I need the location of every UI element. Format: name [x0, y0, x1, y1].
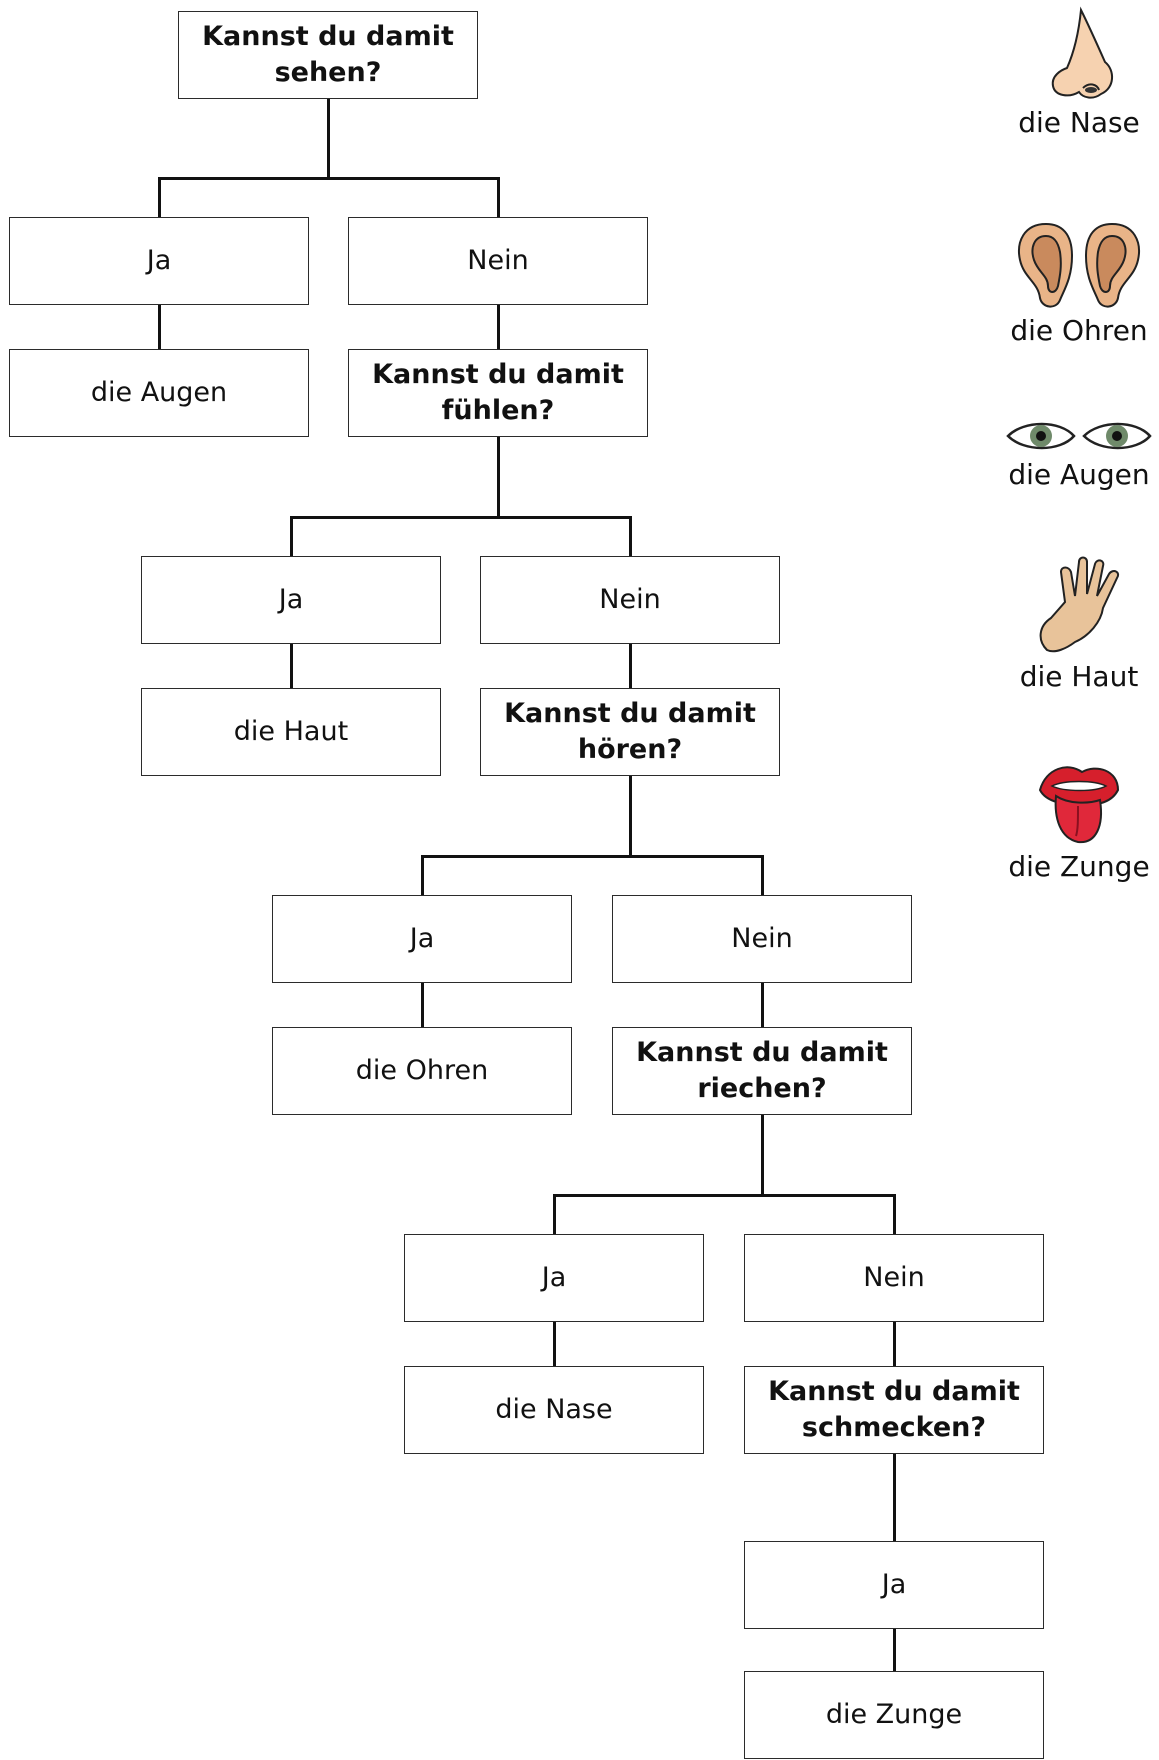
- answer-no-hear-box: Nein: [612, 895, 912, 983]
- result-ears-label: die Ohren: [355, 1055, 489, 1087]
- answer-yes-label: Ja: [541, 1262, 567, 1294]
- answer-no-label: Nein: [863, 1262, 925, 1294]
- legend-tongue-label: die Zunge: [1008, 850, 1150, 883]
- result-ears-box: die Ohren: [272, 1027, 572, 1115]
- result-eyes-label: die Augen: [90, 377, 228, 409]
- legend-tongue: die Zunge: [1004, 760, 1154, 883]
- answer-no-label: Nein: [599, 584, 661, 616]
- legend-nose-label: die Nase: [1018, 106, 1140, 139]
- result-eyes-box: die Augen: [9, 349, 309, 437]
- question-hear-box: Kannst du damit hören?: [480, 688, 780, 776]
- legend-nose: die Nase: [1004, 6, 1154, 139]
- answer-no-smell-box: Nein: [744, 1234, 1044, 1322]
- answer-yes-see-box: Ja: [9, 217, 309, 305]
- legend-ears-label: die Ohren: [1010, 314, 1148, 347]
- tongue-icon: [1038, 766, 1120, 844]
- answer-yes-label: Ja: [881, 1569, 907, 1601]
- answer-yes-label: Ja: [146, 245, 172, 277]
- answer-yes-taste-box: Ja: [744, 1541, 1044, 1629]
- legend-skin: die Haut: [1004, 552, 1154, 693]
- answer-yes-smell-box: Ja: [404, 1234, 704, 1322]
- result-skin-box: die Haut: [141, 688, 441, 776]
- answer-no-feel-box: Nein: [480, 556, 780, 644]
- answer-no-label: Nein: [467, 245, 529, 277]
- legend-ears: die Ohren: [1004, 220, 1154, 347]
- question-taste-box: Kannst du damit schmecken?: [744, 1366, 1044, 1454]
- question-taste-line2: schmecken?: [801, 1412, 987, 1443]
- question-taste-line1: Kannst du damit: [768, 1376, 1020, 1408]
- answer-no-label: Nein: [731, 923, 793, 955]
- answer-no-see-box: Nein: [348, 217, 648, 305]
- question-feel-line1: Kannst du damit: [372, 359, 624, 391]
- answer-yes-label: Ja: [278, 584, 304, 616]
- result-nose-box: die Nase: [404, 1366, 704, 1454]
- result-tongue-box: die Zunge: [744, 1671, 1044, 1759]
- question-feel-box: Kannst du damit fühlen?: [348, 349, 648, 437]
- ears-icon: [1018, 222, 1140, 308]
- result-nose-label: die Nase: [495, 1394, 613, 1426]
- legend-eyes-label: die Augen: [1008, 458, 1150, 491]
- nose-icon: [1051, 6, 1113, 99]
- question-see-box: Kannst du damit sehen?: [178, 11, 478, 99]
- hand-icon: [1039, 556, 1119, 653]
- legend-skin-label: die Haut: [1019, 660, 1139, 693]
- answer-yes-feel-box: Ja: [141, 556, 441, 644]
- result-skin-label: die Haut: [233, 716, 349, 748]
- eyes-icon: [1006, 422, 1152, 450]
- legend-eyes: die Augen: [1004, 418, 1154, 491]
- answer-yes-hear-box: Ja: [272, 895, 572, 983]
- answer-yes-label: Ja: [409, 923, 435, 955]
- question-smell-line1: Kannst du damit: [636, 1037, 888, 1069]
- question-see-line1: Kannst du damit: [202, 21, 454, 53]
- question-smell-line2: riechen?: [697, 1073, 827, 1104]
- question-feel-line2: fühlen?: [441, 395, 555, 426]
- question-hear-line1: Kannst du damit: [504, 698, 756, 730]
- question-smell-box: Kannst du damit riechen?: [612, 1027, 912, 1115]
- question-hear-line2: hören?: [577, 734, 683, 765]
- question-see-line2: sehen?: [274, 57, 382, 88]
- result-tongue-label: die Zunge: [825, 1699, 963, 1731]
